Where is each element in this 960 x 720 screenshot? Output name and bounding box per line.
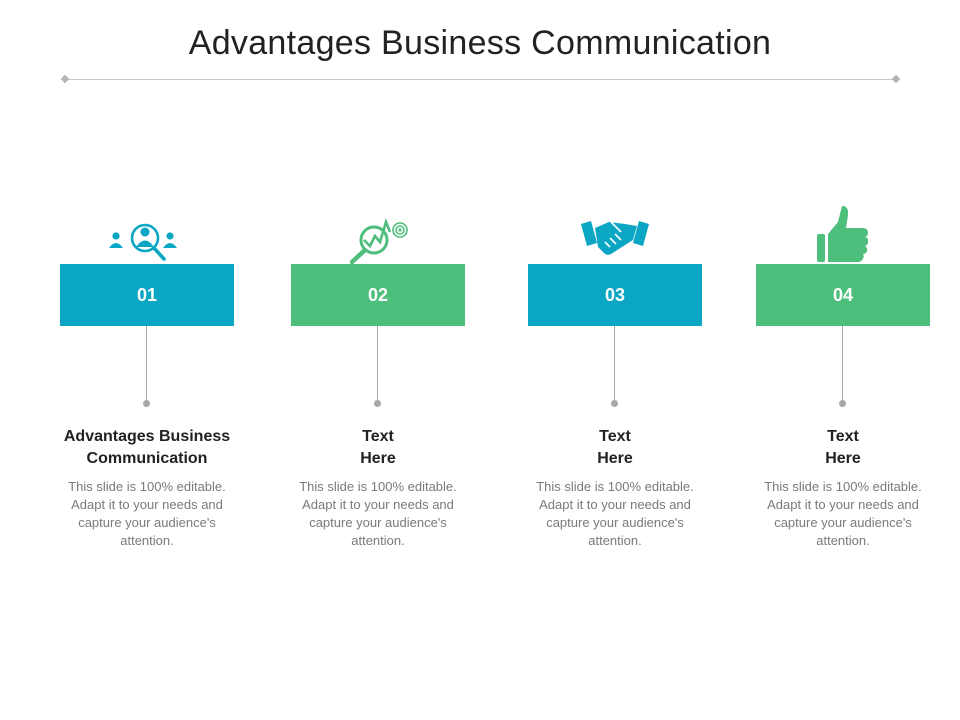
people-search-icon	[107, 202, 187, 268]
step-heading: Text Here	[825, 428, 861, 467]
thumbs-up-icon	[803, 202, 883, 268]
step-column-4: 04 Text Here This slide is 100% editable…	[743, 190, 943, 570]
step-column-1: 01 Advantages Business Communication Thi…	[47, 190, 247, 570]
divider-end-right	[891, 74, 901, 84]
step-description: This slide is 100% editable. Adapt it to…	[764, 479, 922, 548]
step-number-box: 02	[291, 264, 465, 326]
step-number-box: 03	[528, 264, 702, 326]
step-heading: Text Here	[360, 428, 396, 467]
step-number-box: 04	[756, 264, 930, 326]
connector-dot	[143, 400, 150, 407]
step-heading: Advantages Business Communication	[63, 428, 231, 467]
connector-dot	[839, 400, 846, 407]
step-column-3: 03 Text Here This slide is 100% editable…	[515, 190, 715, 570]
step-heading: Text Here	[597, 428, 633, 467]
connector-dot	[374, 400, 381, 407]
connector-line	[614, 326, 615, 400]
connector-dot	[611, 400, 618, 407]
connector-line	[842, 326, 843, 400]
handshake-icon	[575, 202, 655, 268]
step-description: This slide is 100% editable. Adapt it to…	[299, 479, 457, 548]
connector-line	[146, 326, 147, 400]
slide-title: Advantages Business Communication	[188, 24, 772, 62]
title-divider	[65, 79, 896, 80]
step-description: This slide is 100% editable. Adapt it to…	[68, 479, 226, 548]
step-description: This slide is 100% editable. Adapt it to…	[536, 479, 694, 548]
growth-magnifier-icon	[338, 202, 418, 268]
step-number-box: 01	[60, 264, 234, 326]
divider-end-left	[60, 74, 70, 84]
step-column-2: 02 Text Here This slide is 100% editable…	[278, 190, 478, 570]
connector-line	[377, 326, 378, 400]
